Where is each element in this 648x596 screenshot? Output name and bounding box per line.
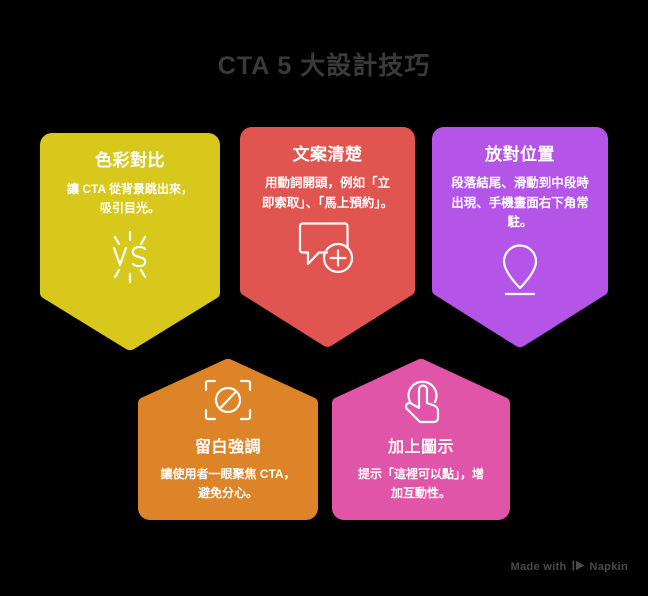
- card-color-contrast[interactable]: 色彩對比 讓 CTA 從背景跳出來，吸引目光。: [40, 133, 220, 351]
- card-shape-pennant-up: [138, 358, 318, 520]
- card-body: 讓使用者一眼聚焦 CTA，避免分心。: [160, 467, 296, 500]
- page-title: CTA 5 大設計技巧: [217, 52, 431, 80]
- card-body: 讓 CTA 從背景跳出來，吸引目光。: [67, 182, 193, 215]
- card-right-position[interactable]: 放對位置 段落結尾、滑動到中段時出現、手機畫面右下角常駐。: [432, 127, 608, 348]
- watermark: Made with Napkin: [511, 560, 628, 574]
- card-shape-pennant-up: [332, 358, 510, 520]
- card-shape-pennant-down: [240, 127, 415, 347]
- card-body: 段落結尾、滑動到中段時出現、手機畫面右下角常駐。: [451, 176, 589, 229]
- watermark-text: Made with: [510, 561, 567, 573]
- card-title: 文案清楚: [292, 145, 363, 164]
- focus-frame-icon: [197, 372, 259, 428]
- speech-bubble-plus-icon: [297, 221, 359, 279]
- card-clear-copy[interactable]: 文案清楚 用動詞開頭，例如「立即索取」、「馬上預約」。: [240, 127, 415, 348]
- location-pin-icon: [492, 240, 548, 298]
- card-title: 放對位置: [485, 145, 555, 164]
- card-whitespace-emphasis[interactable]: 留白強調 讓使用者一眼聚焦 CTA，避免分心。: [138, 358, 318, 520]
- tap-hand-icon: [393, 372, 449, 428]
- watermark-brand: Napkin: [589, 561, 628, 573]
- napkin-logo-icon: [572, 560, 585, 574]
- vs-burst-icon: [98, 225, 162, 289]
- card-body: 用動詞開頭，例如「立即索取」、「馬上預約」。: [261, 176, 394, 210]
- card-body: 提示「這裡可以點」，增加互動性。: [357, 467, 484, 500]
- card-title: 加上圖示: [387, 439, 454, 456]
- card-title: 色彩對比: [95, 151, 165, 170]
- card-shape-pennant-down: [432, 127, 608, 348]
- card-title: 留白強調: [194, 439, 261, 456]
- card-add-icon[interactable]: 加上圖示 提示「這裡可以點」，增加互動性。: [332, 358, 510, 520]
